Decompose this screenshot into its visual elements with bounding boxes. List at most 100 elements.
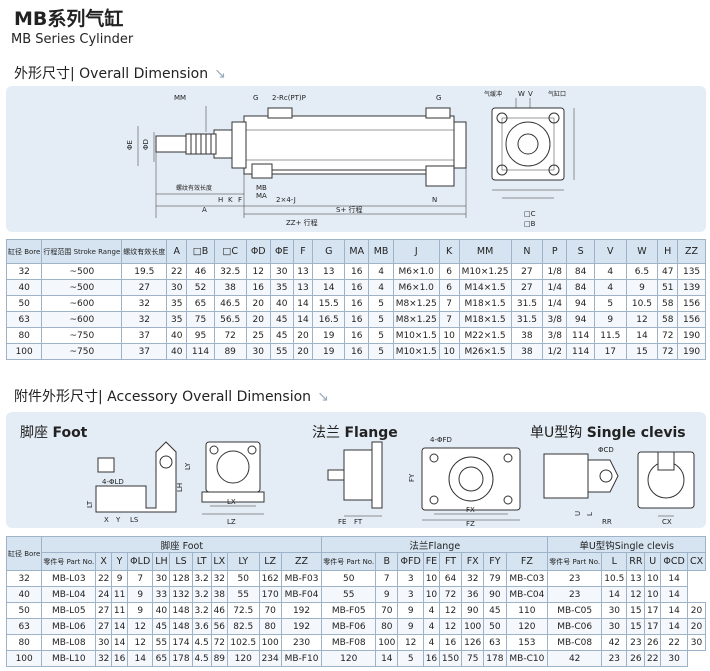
table-cell: 15: [626, 602, 646, 619]
label-air-port: 气缸口: [548, 90, 566, 98]
table-cell: 23: [601, 650, 628, 667]
table-cell: 100: [5, 343, 43, 360]
accessory-heading-text: 附件外形尺寸| Accessory Overall Dimension: [14, 389, 312, 405]
table-cell: 156: [677, 311, 706, 328]
table-cell: 9: [127, 586, 154, 603]
table-cell: 27: [95, 602, 113, 619]
accessory-table-header: 零件号 Part No. X Y ΦLD LH LS LT LX LY LZ Z…: [7, 552, 706, 571]
table-cell: 22: [644, 650, 662, 667]
table-cell: 32: [461, 570, 485, 587]
table-cell: MB-L06: [41, 618, 97, 635]
table-cell: 5: [368, 343, 394, 360]
table-cell: 14: [127, 650, 154, 667]
table-cell: 9: [625, 279, 659, 296]
table-cell: 12: [626, 586, 646, 603]
table-cell: 14: [111, 634, 129, 651]
table-cell: 75: [461, 650, 485, 667]
table-cell: 114: [186, 343, 215, 360]
overall-table-header: 缸径 Bore 行程范围 Stroke Range 螺纹有效长度 A □B □C…: [5, 239, 706, 264]
table-cell: 30: [601, 602, 628, 619]
table-cell: 63: [483, 634, 507, 651]
table-cell: 90: [483, 586, 507, 603]
label-air-buffer: 气缓冲: [484, 90, 502, 98]
table-cell: 156: [677, 295, 706, 312]
overall-table: 缸径 Bore 行程范围 Stroke Range 螺纹有效长度 A □B □C…: [5, 239, 706, 360]
label-j: 2×4-J: [276, 196, 296, 204]
label-thread-len: 螺纹有效长度: [176, 184, 212, 192]
table-cell: 27: [510, 279, 544, 296]
flange-label: 法兰 Flange: [312, 422, 398, 442]
table-cell: 14: [292, 311, 314, 328]
table-cell: 20: [292, 343, 314, 360]
table-cell: 120: [321, 650, 377, 667]
table-cell: 178: [483, 650, 507, 667]
header-cell: 零件号 Part No.: [547, 552, 603, 571]
table-cell: 14: [312, 279, 346, 296]
table-cell: ~500: [41, 263, 123, 280]
table-cell: 178: [169, 650, 193, 667]
table-cell: 38: [210, 586, 228, 603]
table-cell: 190: [677, 343, 706, 360]
table-cell: 14: [660, 618, 689, 635]
table-cell: 3.2: [191, 570, 212, 587]
label-h: H: [218, 196, 223, 204]
table-cell: 27: [510, 263, 544, 280]
table-cell: 72: [438, 586, 463, 603]
table-cell: 26: [626, 650, 646, 667]
table-cell: 35: [269, 279, 294, 296]
table-cell: 33: [152, 586, 171, 603]
header-cell: V: [593, 239, 627, 264]
table-cell: 56.5: [213, 311, 247, 328]
table-cell: 40: [5, 586, 43, 603]
page-subtitle: MB Series Cylinder: [11, 32, 134, 47]
table-cell: 10: [438, 327, 460, 344]
table-cell: MB-C10: [505, 650, 549, 667]
table-cell: 11: [111, 602, 129, 619]
group-flange: 法兰Flange: [321, 536, 549, 553]
table-cell: 5: [368, 295, 394, 312]
table-cell: 89: [213, 343, 247, 360]
table-cell: 13: [626, 570, 646, 587]
table-cell: 9: [111, 570, 129, 587]
table-cell: 16: [344, 343, 370, 360]
table-cell: 10: [644, 570, 662, 587]
label-cd: ΦCD: [598, 446, 614, 454]
table-cell: 30: [601, 618, 628, 635]
table-cell: 102.5: [226, 634, 260, 651]
table-cell: 56: [210, 618, 228, 635]
table-cell: 30: [660, 650, 689, 667]
arrow-icon: ↘: [214, 66, 226, 82]
header-cell: N: [510, 239, 544, 264]
header-cell: LT: [191, 552, 212, 571]
table-cell: 4.5: [191, 650, 212, 667]
label-fy: FY: [408, 473, 416, 482]
table-cell: 5: [397, 650, 424, 667]
table-cell: 139: [677, 279, 706, 296]
header-cell: 缸径 Bore: [5, 536, 43, 571]
table-cell: M8×1.25: [392, 311, 440, 328]
label-zz: ZZ+ 行程: [286, 218, 318, 227]
table-cell: 10.5: [625, 295, 659, 312]
table-cell: 32.5: [213, 263, 247, 280]
table-cell: 15: [626, 618, 646, 635]
table-cell: 1/2: [542, 343, 568, 360]
table-cell: 70: [375, 602, 399, 619]
table-cell: 10: [438, 343, 460, 360]
clevis-label: 单U型钩 Single clevis: [530, 422, 686, 442]
table-cell: ~750: [41, 327, 123, 344]
table-cell: MB-C03: [505, 570, 549, 587]
table-cell: 12: [397, 634, 424, 651]
table-cell: 11: [111, 586, 129, 603]
table-cell: 32: [210, 570, 228, 587]
table-cell: MB-F04: [280, 586, 323, 603]
table-cell: 14: [660, 570, 689, 587]
table-cell: 50: [5, 295, 43, 312]
table-cell: M8×1.25: [392, 295, 440, 312]
table-cell: 46.5: [213, 295, 247, 312]
header-cell: ZZ: [677, 239, 706, 264]
